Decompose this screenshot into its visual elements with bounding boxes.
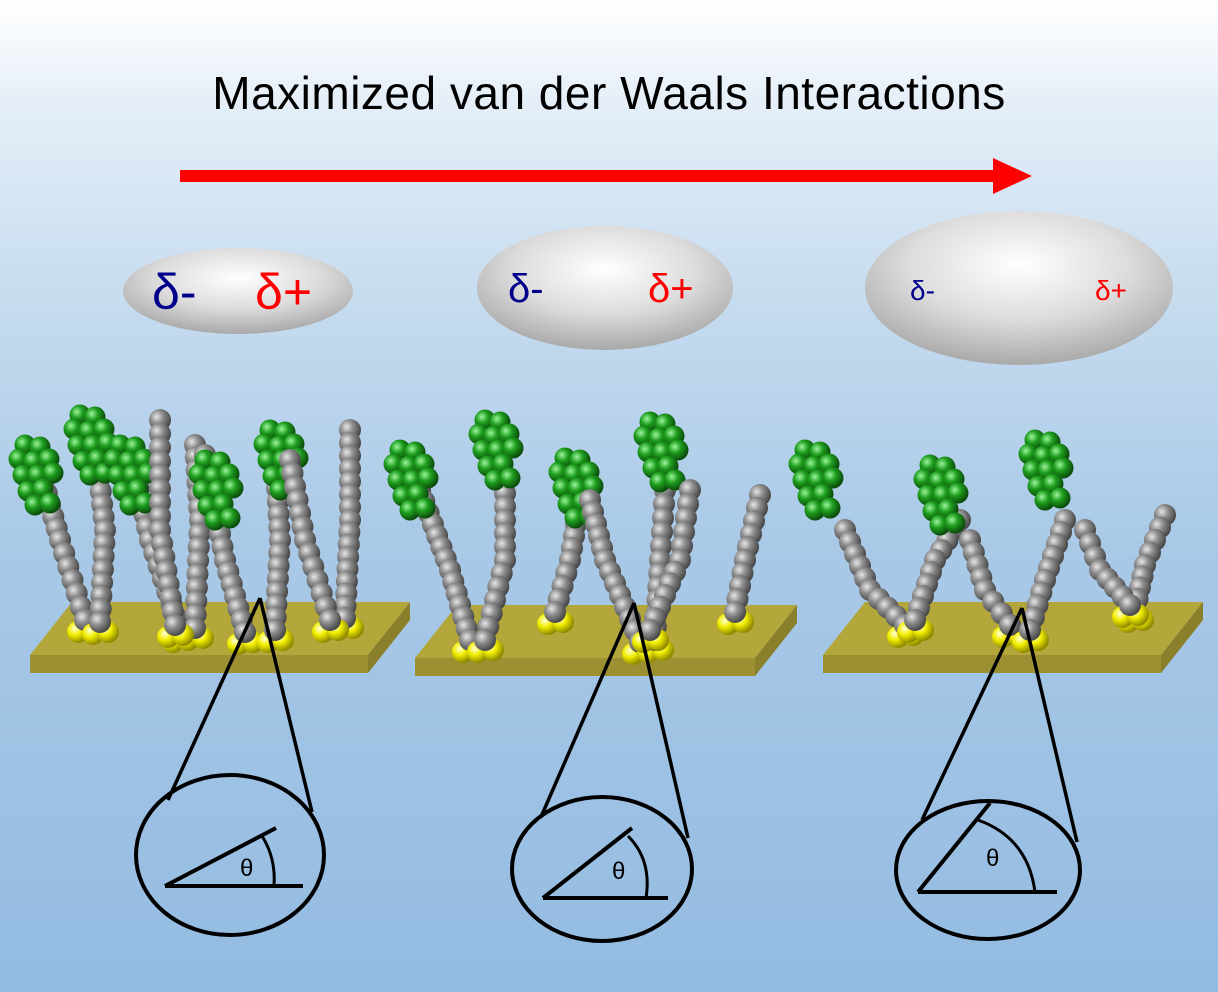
- carbon-atom: [319, 609, 341, 631]
- headgroup-atom: [414, 497, 436, 519]
- zoom-line-left: [539, 602, 636, 818]
- headgroup-atom: [67, 434, 89, 456]
- zoom-line-right: [1020, 607, 1079, 843]
- arrow-shaft: [180, 170, 995, 182]
- headgroup-atom: [637, 441, 659, 463]
- headgroup-atom: [667, 439, 689, 461]
- angle-inset-1: θ: [134, 597, 326, 937]
- delta-plus-label: δ+: [648, 267, 694, 311]
- zoom-line-right: [632, 602, 690, 839]
- direction-arrow: [180, 158, 1032, 194]
- substrate-1: [30, 602, 410, 673]
- theta-label: θ: [612, 858, 625, 885]
- headgroup-atom: [39, 492, 61, 514]
- headgroup-atom: [917, 484, 939, 506]
- zoom-line-left: [166, 597, 262, 801]
- arrow-head: [993, 158, 1032, 194]
- molecule-layer: [8, 404, 1176, 665]
- angle-circle: [134, 773, 326, 937]
- angle-arm: [541, 826, 634, 900]
- headgroup-atom: [192, 479, 214, 501]
- headgroup-atom: [552, 477, 574, 499]
- angle-arc: [977, 818, 1037, 893]
- headgroup-atom: [222, 477, 244, 499]
- angle-arm: [164, 826, 277, 888]
- headgroup-atom: [822, 467, 844, 489]
- headgroup-atom: [42, 462, 64, 484]
- zoom-line-right: [258, 597, 314, 813]
- headgroup-atom: [792, 469, 814, 491]
- carbon-atom: [164, 614, 186, 636]
- delta-minus-label: δ-: [508, 267, 544, 311]
- carbon-atom: [904, 609, 926, 631]
- theta-label: θ: [986, 845, 999, 872]
- carbon-atom: [544, 601, 566, 623]
- headgroup-atom: [499, 467, 521, 489]
- angle-arc: [626, 834, 649, 899]
- theta-label: θ: [240, 855, 253, 882]
- headgroup-atom: [1049, 487, 1071, 509]
- delta-minus-label: δ-: [152, 264, 196, 320]
- dipole-ellipse-3: δ- δ+: [865, 211, 1173, 365]
- angle-inset-3: θ: [894, 607, 1082, 941]
- headgroup-atom: [502, 437, 524, 459]
- headgroup-atom: [1022, 459, 1044, 481]
- headgroup-atom: [944, 512, 966, 534]
- carbon-atom: [474, 629, 496, 651]
- headgroup-atom: [107, 464, 129, 486]
- headgroup-atom: [417, 467, 439, 489]
- carbon-atom: [724, 601, 746, 623]
- headgroup-atom: [12, 464, 34, 486]
- carbon-atom: [89, 611, 111, 633]
- zoom-line-left: [920, 607, 1024, 821]
- headgroup-atom: [219, 507, 241, 529]
- angle-circle: [894, 799, 1082, 941]
- headgroup-atom: [947, 482, 969, 504]
- angle-circle: [510, 795, 694, 943]
- dipole-ellipse-1: δ- δ+: [123, 248, 353, 334]
- headgroup-atom: [472, 439, 494, 461]
- carbon-atom: [639, 619, 661, 641]
- headgroup-atom: [387, 469, 409, 491]
- angle-arm: [916, 801, 992, 894]
- delta-plus-label: δ+: [255, 264, 312, 320]
- delta-plus-label: δ+: [1095, 275, 1127, 306]
- headgroup-atom: [257, 449, 279, 471]
- headgroup-atom: [819, 497, 841, 519]
- headgroup-atom: [1052, 457, 1074, 479]
- carbon-atom: [1119, 594, 1141, 616]
- angle-inset-2: θ: [510, 602, 694, 943]
- substrate-2: [415, 605, 797, 676]
- angle-arc: [260, 835, 276, 887]
- dipole-ellipse-2: δ- δ+: [477, 226, 733, 350]
- delta-minus-label: δ-: [910, 275, 935, 306]
- diagram-title: Maximized van der Waals Interactions: [212, 67, 1006, 119]
